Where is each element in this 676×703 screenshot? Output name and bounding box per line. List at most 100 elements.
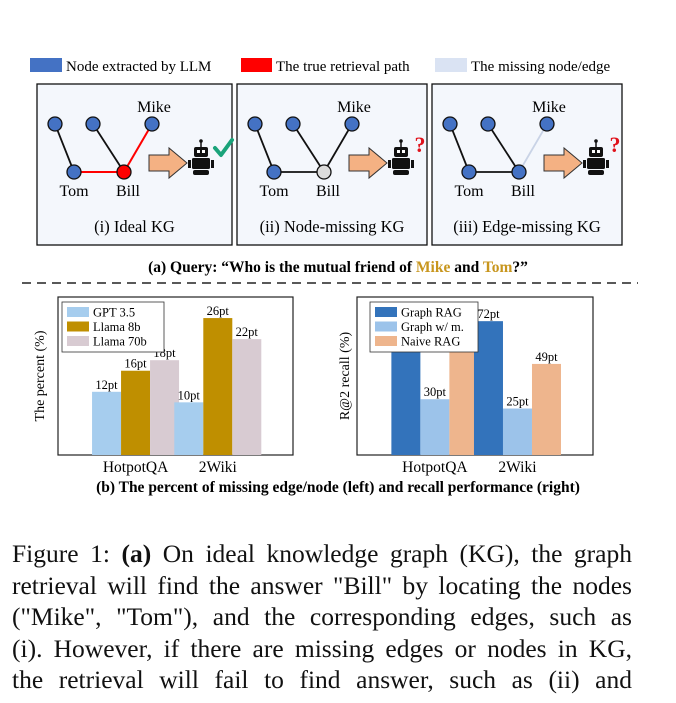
red-question-icon: ? — [610, 132, 621, 157]
kg-node — [266, 164, 282, 180]
robot-arm — [388, 160, 391, 168]
kg-edge-true-path — [123, 123, 153, 173]
query-name-tom: Tom — [483, 259, 513, 276]
legend-swatch-missing — [435, 58, 467, 72]
kg-panel-border — [236, 83, 428, 246]
kg-node — [285, 116, 301, 132]
green-check-icon — [213, 138, 234, 157]
x-tick-label: 2Wiki — [498, 459, 537, 476]
robot-arm — [411, 160, 414, 168]
node-label-bill: Bill — [316, 183, 341, 200]
node-label-bill: Bill — [511, 183, 536, 200]
robot-arm — [583, 160, 586, 168]
node-label-bill: Bill — [116, 183, 141, 200]
legend-label: Graph w/ m. — [401, 320, 464, 334]
legend-swatch — [67, 321, 89, 332]
caption-line-1: Figure 1: (a) On ideal knowledge graph (… — [12, 538, 632, 570]
node-label-mike: Mike — [532, 99, 566, 116]
legend-label: Llama 8b — [93, 320, 141, 334]
kg-node — [539, 116, 555, 132]
robot-body — [587, 158, 605, 169]
robot-antenna-tip — [399, 139, 403, 143]
bar-data-label: 49pt — [535, 350, 558, 364]
x-tick-label: HotpotQA — [103, 459, 169, 476]
query-name-mike: Mike — [416, 259, 451, 276]
bar — [391, 336, 421, 455]
kg-node — [85, 116, 101, 132]
bar — [121, 370, 151, 455]
legend-label-true-path: The true retrieval path — [276, 59, 410, 75]
panel-caption: (iii) Edge-missing KG — [453, 217, 601, 236]
arrow-right-icon — [543, 146, 583, 180]
bar — [92, 391, 122, 455]
bar-data-label: 72pt — [477, 307, 500, 321]
query-middle: and — [450, 259, 482, 276]
bar — [174, 402, 204, 455]
robot-icon — [583, 139, 609, 175]
bar — [420, 399, 450, 455]
caption-line-4: (i). However, if there are missing edges… — [12, 633, 632, 663]
bar — [150, 360, 180, 455]
kg-edge-missing — [518, 123, 548, 173]
kg-node — [144, 116, 160, 132]
kg-node-bill — [116, 164, 132, 180]
kg-edge — [254, 123, 275, 173]
bar-data-label: 10pt — [178, 388, 201, 402]
kg-node — [247, 116, 263, 132]
robot-head — [589, 147, 603, 157]
bar — [449, 350, 479, 455]
legend-swatch — [375, 336, 397, 346]
y-axis-label: R@2 recall (%) — [338, 332, 353, 421]
caption-line-1-text: On ideal knowledge graph (KG), the graph — [151, 539, 632, 568]
kg-node — [344, 116, 360, 132]
legend-label: Llama 70b — [93, 335, 147, 349]
node-label-tom: Tom — [259, 183, 289, 200]
node-label-tom: Tom — [59, 183, 89, 200]
x-tick-label: 2Wiki — [199, 459, 238, 476]
bar — [203, 318, 233, 455]
subcaption-b: (b) The percent of missing edge/node (le… — [96, 479, 580, 496]
robot-eye — [592, 150, 595, 153]
robot-eye — [397, 150, 400, 153]
legend-label-extracted: Node extracted by LLM — [66, 59, 211, 75]
kg-node — [461, 164, 477, 180]
robot-antenna-tip — [199, 139, 203, 143]
bar — [531, 363, 561, 455]
bar-chart-recall: R@2 recall (%)64pt30pt56ptHotpotQA72pt25… — [338, 296, 594, 476]
kg-node — [66, 164, 82, 180]
robot-body — [392, 158, 410, 169]
kg-edge — [54, 123, 75, 173]
robot-eye — [202, 150, 205, 153]
panel-caption: (ii) Node-missing KG — [260, 217, 405, 236]
kg-node — [480, 116, 496, 132]
bar-data-label: 22pt — [236, 325, 259, 339]
bar-chart-missing-percent: The percent (%)12pt16pt18ptHotpotQA10pt2… — [33, 296, 294, 476]
y-axis-label: The percent (%) — [33, 330, 48, 421]
robot-eye — [402, 150, 405, 153]
bar-data-label: 12pt — [95, 378, 118, 392]
kg-edge — [323, 123, 353, 173]
kg-node-missing — [316, 164, 332, 180]
x-tick-label: HotpotQA — [402, 459, 468, 476]
legend-swatch-extracted — [30, 58, 62, 72]
robot-eye — [197, 150, 200, 153]
legend-swatch — [67, 307, 89, 317]
bar-data-label: 30pt — [424, 385, 447, 399]
legend-label: GPT 3.5 — [93, 306, 135, 320]
kg-edge — [487, 123, 520, 173]
panel-caption: (i) Ideal KG — [94, 217, 175, 236]
bar-data-label: 16pt — [124, 357, 147, 371]
bar-data-label: 25pt — [506, 395, 529, 409]
legend-swatch — [67, 336, 89, 346]
caption-prefix: Figure 1: — [12, 539, 122, 568]
bar — [232, 339, 262, 455]
kg-node — [47, 116, 63, 132]
caption-bold-a: (a) — [121, 539, 152, 568]
caption-line-5: the retrieval will fail to find answer, … — [12, 665, 632, 694]
kg-node-bill — [511, 164, 527, 180]
robot-arm — [211, 160, 214, 168]
legend-swatch — [375, 307, 397, 317]
node-label-mike: Mike — [137, 99, 171, 116]
